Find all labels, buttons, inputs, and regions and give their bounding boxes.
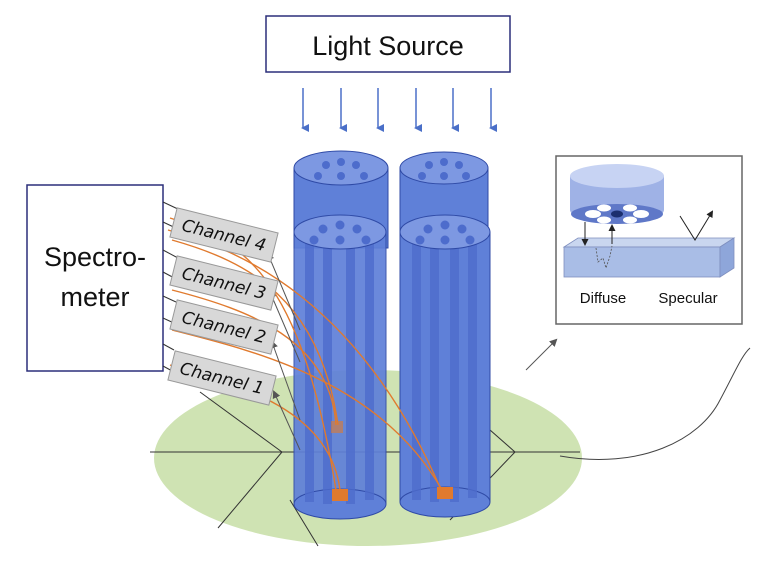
arrow-icon <box>270 340 301 421</box>
return-arrows <box>266 252 301 451</box>
light-source: Light Source <box>265 15 511 73</box>
specular-arrow-icon <box>679 210 714 241</box>
spectrometer: Spectro- meter <box>26 184 164 372</box>
spectrometer-label-line2: meter <box>60 282 129 312</box>
light-source-label: Light Source <box>312 31 464 61</box>
arrow-icon <box>268 290 301 363</box>
channel-4: Channel 4 <box>169 207 279 263</box>
light-arrows <box>301 88 497 132</box>
arrow-icon <box>266 252 301 331</box>
spectrometer-label-line1: Spectro- <box>44 242 146 272</box>
channel-connectors <box>162 201 181 373</box>
arrow-icon <box>272 390 301 451</box>
specular-label: Specular <box>658 290 717 307</box>
inset-pointer-arrow-icon <box>525 338 558 371</box>
reflection-inset: Diffuse Specular <box>555 155 743 325</box>
diffuse-label: Diffuse <box>580 290 626 307</box>
fiber-bundle-front-right <box>399 214 491 518</box>
sample-curve <box>559 347 751 460</box>
